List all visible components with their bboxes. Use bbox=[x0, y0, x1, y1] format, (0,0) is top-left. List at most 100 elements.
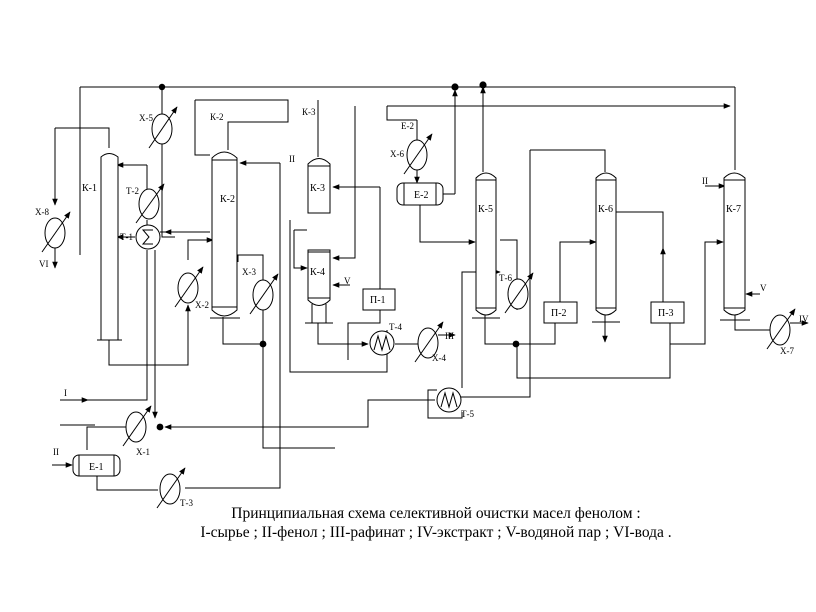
cooler-t6 bbox=[504, 272, 534, 314]
label-t1: Т-1 bbox=[120, 232, 133, 242]
stream-ii-e1: II bbox=[53, 447, 59, 457]
t5-loop-line bbox=[427, 389, 463, 419]
k2-bottom-run bbox=[262, 344, 335, 449]
label-t3: Т-3 bbox=[180, 498, 193, 508]
t3-return-line bbox=[185, 163, 281, 489]
label-k2-top: К-2 bbox=[210, 112, 224, 122]
junction-dot bbox=[451, 83, 459, 91]
label-x7: Х-7 bbox=[780, 346, 794, 356]
pump-p3 bbox=[650, 301, 685, 324]
column-k1 bbox=[97, 153, 122, 341]
label-x5: Х-5 bbox=[139, 113, 153, 123]
p2-feed-line bbox=[517, 323, 556, 345]
stream-v-k7: V bbox=[760, 283, 767, 293]
vessel-e1 bbox=[72, 454, 121, 477]
exchanger-t4 bbox=[369, 330, 395, 356]
stream-vi: VI bbox=[39, 259, 49, 269]
label-p2: П-2 bbox=[551, 308, 567, 319]
label-e2-top: Е-2 bbox=[401, 121, 414, 131]
label-k7: К-7 bbox=[726, 204, 741, 215]
column-k6 bbox=[592, 172, 620, 323]
k1-top-line bbox=[55, 127, 110, 148]
cooler-x8 bbox=[41, 211, 71, 253]
e2-to-k5-line bbox=[419, 205, 476, 245]
k2-left-line bbox=[194, 100, 210, 156]
cooler-t2 bbox=[135, 183, 165, 224]
junction-dot bbox=[158, 83, 166, 91]
junction-dot bbox=[512, 340, 520, 348]
cooler-x6 bbox=[403, 133, 433, 175]
p3-loop-line bbox=[516, 323, 671, 379]
stream-labels: I II II II III IV V V VI bbox=[39, 154, 809, 457]
cooler-x1 bbox=[122, 405, 152, 447]
k1-bottom-line bbox=[108, 304, 191, 366]
junction-dots bbox=[156, 81, 520, 431]
junction-dot bbox=[259, 340, 267, 348]
cooler-x2 bbox=[174, 266, 204, 308]
label-t4: Т-4 bbox=[389, 322, 402, 332]
label-p1: П-1 bbox=[370, 295, 386, 306]
junction-dot bbox=[479, 81, 487, 89]
k7-bottom-line bbox=[734, 315, 772, 331]
t5-to-x1-line bbox=[164, 399, 435, 430]
k4-right-line bbox=[332, 106, 356, 261]
stream-ii-k7: II bbox=[702, 176, 708, 186]
label-x8: Х-8 bbox=[35, 207, 49, 217]
k6-side-line bbox=[615, 211, 664, 302]
cooler-x4 bbox=[414, 321, 444, 363]
label-x4: Х-4 bbox=[432, 353, 446, 363]
column-k5 bbox=[472, 172, 500, 319]
p2-to-k6-line bbox=[559, 239, 597, 302]
label-k3: К-3 bbox=[310, 183, 325, 194]
label-x6: Х-6 bbox=[390, 149, 404, 159]
label-p3: П-3 bbox=[658, 308, 674, 319]
label-k1: К-1 bbox=[82, 183, 97, 194]
k6-to-t5-line bbox=[460, 150, 531, 398]
e2-feed-line bbox=[386, 106, 417, 121]
column-k3 bbox=[307, 158, 331, 214]
p1-out-line bbox=[347, 310, 381, 360]
column-k7 bbox=[720, 172, 750, 321]
column-k2 bbox=[210, 151, 240, 319]
label-k6: К-6 bbox=[598, 204, 613, 215]
label-e1: Е-1 bbox=[89, 462, 103, 473]
column-k4 bbox=[305, 249, 333, 324]
pump-p1 bbox=[362, 288, 396, 311]
stream-iii: III bbox=[445, 331, 454, 341]
stream-iv: IV bbox=[799, 314, 809, 324]
label-k4: К-4 bbox=[310, 267, 325, 278]
label-k5: К-5 bbox=[478, 204, 493, 215]
k4-left-line bbox=[293, 230, 308, 271]
k2-bottom-line bbox=[222, 317, 263, 345]
piping bbox=[52, 86, 809, 491]
feed-i-line bbox=[60, 250, 148, 401]
e1-to-t3-line bbox=[96, 476, 158, 491]
exchanger-t1 bbox=[135, 224, 161, 250]
x1-to-e1-line bbox=[86, 426, 127, 450]
caption-title: Принципиальная схема селективной очистки… bbox=[231, 505, 640, 522]
vessel-e2 bbox=[396, 182, 444, 206]
cooler-t3 bbox=[156, 467, 186, 509]
k2-top-line bbox=[195, 99, 289, 150]
stream-v-k4: V bbox=[344, 276, 351, 286]
cooler-x7 bbox=[766, 308, 796, 350]
label-k2: К-2 bbox=[220, 194, 235, 205]
stream-ii-k3: II bbox=[289, 154, 295, 164]
exchanger-t5 bbox=[436, 387, 462, 413]
x5-line bbox=[161, 87, 175, 238]
equipment-labels: К-1 К-2 К-2 К-3 К-3 К-4 К-5 К-6 К-7 Е-1 … bbox=[35, 107, 794, 508]
stream-i: I bbox=[64, 388, 67, 398]
label-k3-top: К-3 bbox=[302, 107, 316, 117]
label-t2: Т-2 bbox=[126, 186, 139, 196]
k4-to-t4-line bbox=[317, 323, 369, 347]
junction-dot bbox=[156, 423, 164, 431]
cooler-x5 bbox=[148, 106, 178, 149]
label-x1: Х-1 bbox=[136, 447, 150, 457]
label-x2: Х-2 bbox=[195, 300, 209, 310]
label-t5: Т-5 bbox=[461, 409, 474, 419]
x2-to-k2-line bbox=[187, 237, 214, 260]
label-t6: Т-6 bbox=[499, 273, 512, 283]
k7-feed-line bbox=[670, 239, 724, 345]
cooler-x3 bbox=[249, 273, 279, 315]
